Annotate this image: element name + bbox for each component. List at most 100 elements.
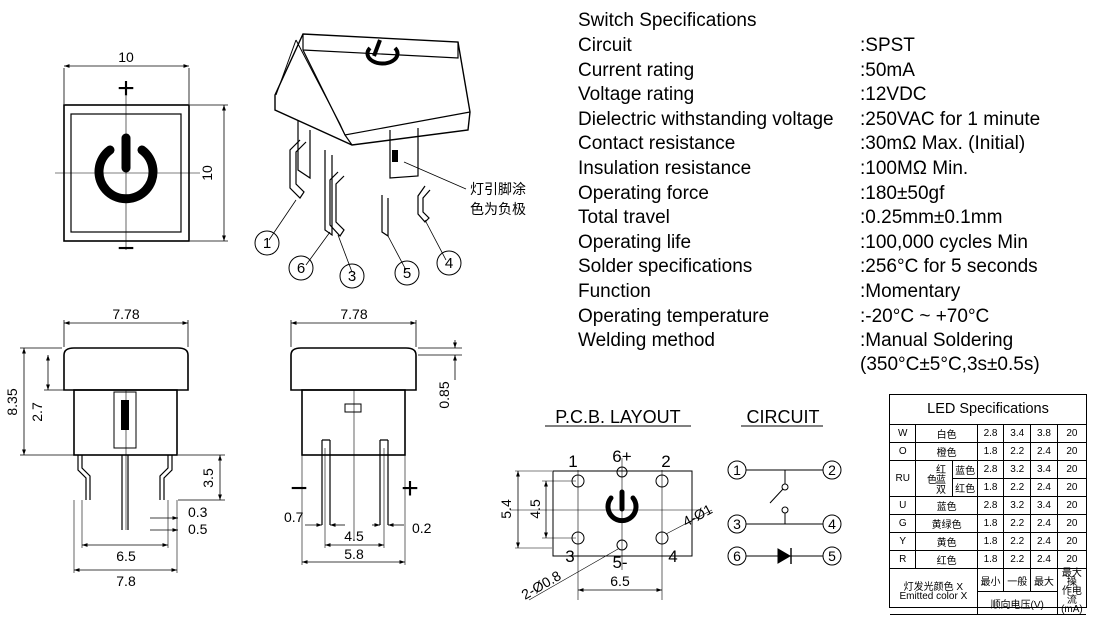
- spec-row: Total travel:0.25mm±0.1mm: [578, 206, 1093, 231]
- spec-row: Solder specifications:256°C for 5 second…: [578, 255, 1093, 280]
- pcb-dim-6-5: 6.5: [610, 573, 630, 589]
- led-vf-max: 3.4: [1030, 496, 1058, 515]
- spec-value-continued: (350°C±5°C,3s±0.5s): [860, 354, 1040, 376]
- side-view: [290, 320, 462, 565]
- led-color: 红色: [952, 478, 978, 497]
- led-vf-max: 3.8: [1030, 424, 1058, 443]
- pcb-layout: [510, 425, 713, 601]
- front-total-height-dim: 8.35: [4, 388, 20, 415]
- side-plus-sign: +: [401, 472, 419, 505]
- led-vf-min: 1.8: [976, 532, 1005, 551]
- circuit-node-2: 2: [828, 462, 836, 478]
- led-vf-min: 2.8: [976, 496, 1005, 515]
- side-dim-0-2: 0.2: [412, 520, 432, 536]
- spec-row: Operating force:180±50gf: [578, 182, 1093, 207]
- pcb-pin-2: 2: [661, 452, 670, 471]
- pcb-pin-4: 4: [668, 547, 677, 566]
- circuit-node-5: 5: [828, 548, 836, 564]
- led-vf-max: 2.4: [1030, 550, 1058, 569]
- spec-value: :-20°C ~ +70°C: [860, 305, 990, 327]
- led-vf-min: 1.8: [976, 442, 1005, 461]
- spec-label: Insulation resistance: [578, 157, 752, 179]
- pcb-layout-title: P.C.B. LAYOUT: [555, 407, 680, 427]
- emitted-color-cn: 灯发光颜色 X: [903, 581, 964, 593]
- front-width-dim: 7.78: [112, 306, 139, 322]
- led-vf-max: 3.4: [1030, 460, 1058, 479]
- top-height-dim: 10: [199, 165, 215, 181]
- spec-row: Current rating:50mA: [578, 59, 1093, 84]
- led-current: 20: [1056, 442, 1086, 461]
- led-vf-max: 2.4: [1030, 478, 1058, 497]
- spec-value: :12VDC: [860, 84, 927, 106]
- spec-row: Insulation resistance:100MΩ Min.: [578, 157, 1093, 182]
- iso-callout-4: 4: [445, 255, 453, 272]
- forward-voltage-header: 顺向电压(V): [977, 591, 1058, 615]
- led-code: RU: [890, 460, 917, 497]
- max-current-line2: 作电流: [1061, 586, 1082, 606]
- pcb-hole-small: 2-Ø0.8: [519, 567, 564, 602]
- pcb-pin-3: 3: [565, 547, 574, 566]
- led-vf-typ: 3.4: [1003, 424, 1032, 443]
- pcb-hole-big: 4-Ø1: [680, 501, 715, 530]
- iso-note-line1: 灯引脚涂: [470, 181, 526, 197]
- circuit-title: CIRCUIT: [747, 407, 820, 427]
- emitted-color-en: Emitted color X: [899, 590, 968, 602]
- top-plus-sign: +: [117, 72, 135, 105]
- led-current: 20: [1056, 478, 1086, 497]
- iso-callout-1: 1: [263, 235, 271, 252]
- table-row: 灯发光颜色 X Emitted color X 最小 一般 最大 最大操 作电流…: [890, 568, 1086, 615]
- led-current: 20: [1056, 496, 1086, 515]
- vf-typ-header: 一般: [1003, 568, 1032, 592]
- spec-row: Operating temperature:-20°C ~ +70°C: [578, 305, 1093, 330]
- iso-callout-6: 6: [297, 260, 305, 277]
- top-view: [55, 64, 228, 250]
- led-vf-typ: 2.2: [1003, 532, 1032, 551]
- spec-value: :250VAC for 1 minute: [860, 108, 1041, 130]
- led-color: 橙色: [915, 442, 978, 461]
- spec-row: Operating life:100,000 cycles Min: [578, 231, 1093, 256]
- side-dim-5-8: 5.8: [344, 546, 364, 562]
- spec-value: :SPST: [860, 35, 915, 56]
- led-current: 20: [1056, 514, 1086, 533]
- spec-row: Circuit :SPST: [578, 34, 1093, 59]
- pcb-dim-4-5: 4.5: [527, 499, 543, 519]
- pcb-dim-5-4: 5.4: [498, 499, 514, 519]
- spec-label: Circuit: [578, 35, 632, 56]
- spec-label: Function: [578, 280, 651, 302]
- iso-callout-3: 3: [348, 268, 356, 285]
- led-vf-typ: 3.2: [1003, 496, 1032, 515]
- led-color: 蓝色: [952, 460, 978, 479]
- front-dim-7-8: 7.8: [116, 573, 136, 589]
- side-dim-0-85: 0.85: [436, 381, 452, 408]
- led-vf-typ: 2.2: [1003, 514, 1032, 533]
- spec-label: Voltage rating: [578, 84, 695, 106]
- pcb-pin-1: 1: [568, 452, 577, 471]
- led-code: R: [890, 550, 917, 569]
- circuit-node-1: 1: [733, 462, 741, 478]
- circuit-node-4: 4: [828, 516, 836, 532]
- side-dim-4-5: 4.5: [344, 528, 364, 544]
- spec-row: Dielectric withstanding voltage :250VAC f…: [578, 108, 1093, 133]
- led-vf-typ: 2.2: [1003, 442, 1032, 461]
- spec-value: :Momentary: [860, 280, 961, 302]
- front-dim-0-5: 0.5: [188, 521, 208, 537]
- led-vf-min: 1.8: [976, 514, 1005, 533]
- led-code: U: [890, 496, 917, 515]
- power-icon: [94, 133, 158, 204]
- spec-value: :180±50gf: [860, 182, 945, 204]
- spec-row: Contact resistance:30mΩ Max. (Initial): [578, 132, 1093, 157]
- led-color: 蓝色: [915, 496, 978, 515]
- max-current-line1: 最大操: [1061, 568, 1082, 588]
- spec-value: :256°C for 5 seconds: [860, 256, 1038, 278]
- pcb-pin-6: 6+: [612, 447, 631, 466]
- led-code: Y: [890, 532, 917, 551]
- spec-label: Dielectric withstanding voltage: [578, 108, 834, 130]
- side-minus-sign: −: [290, 472, 308, 505]
